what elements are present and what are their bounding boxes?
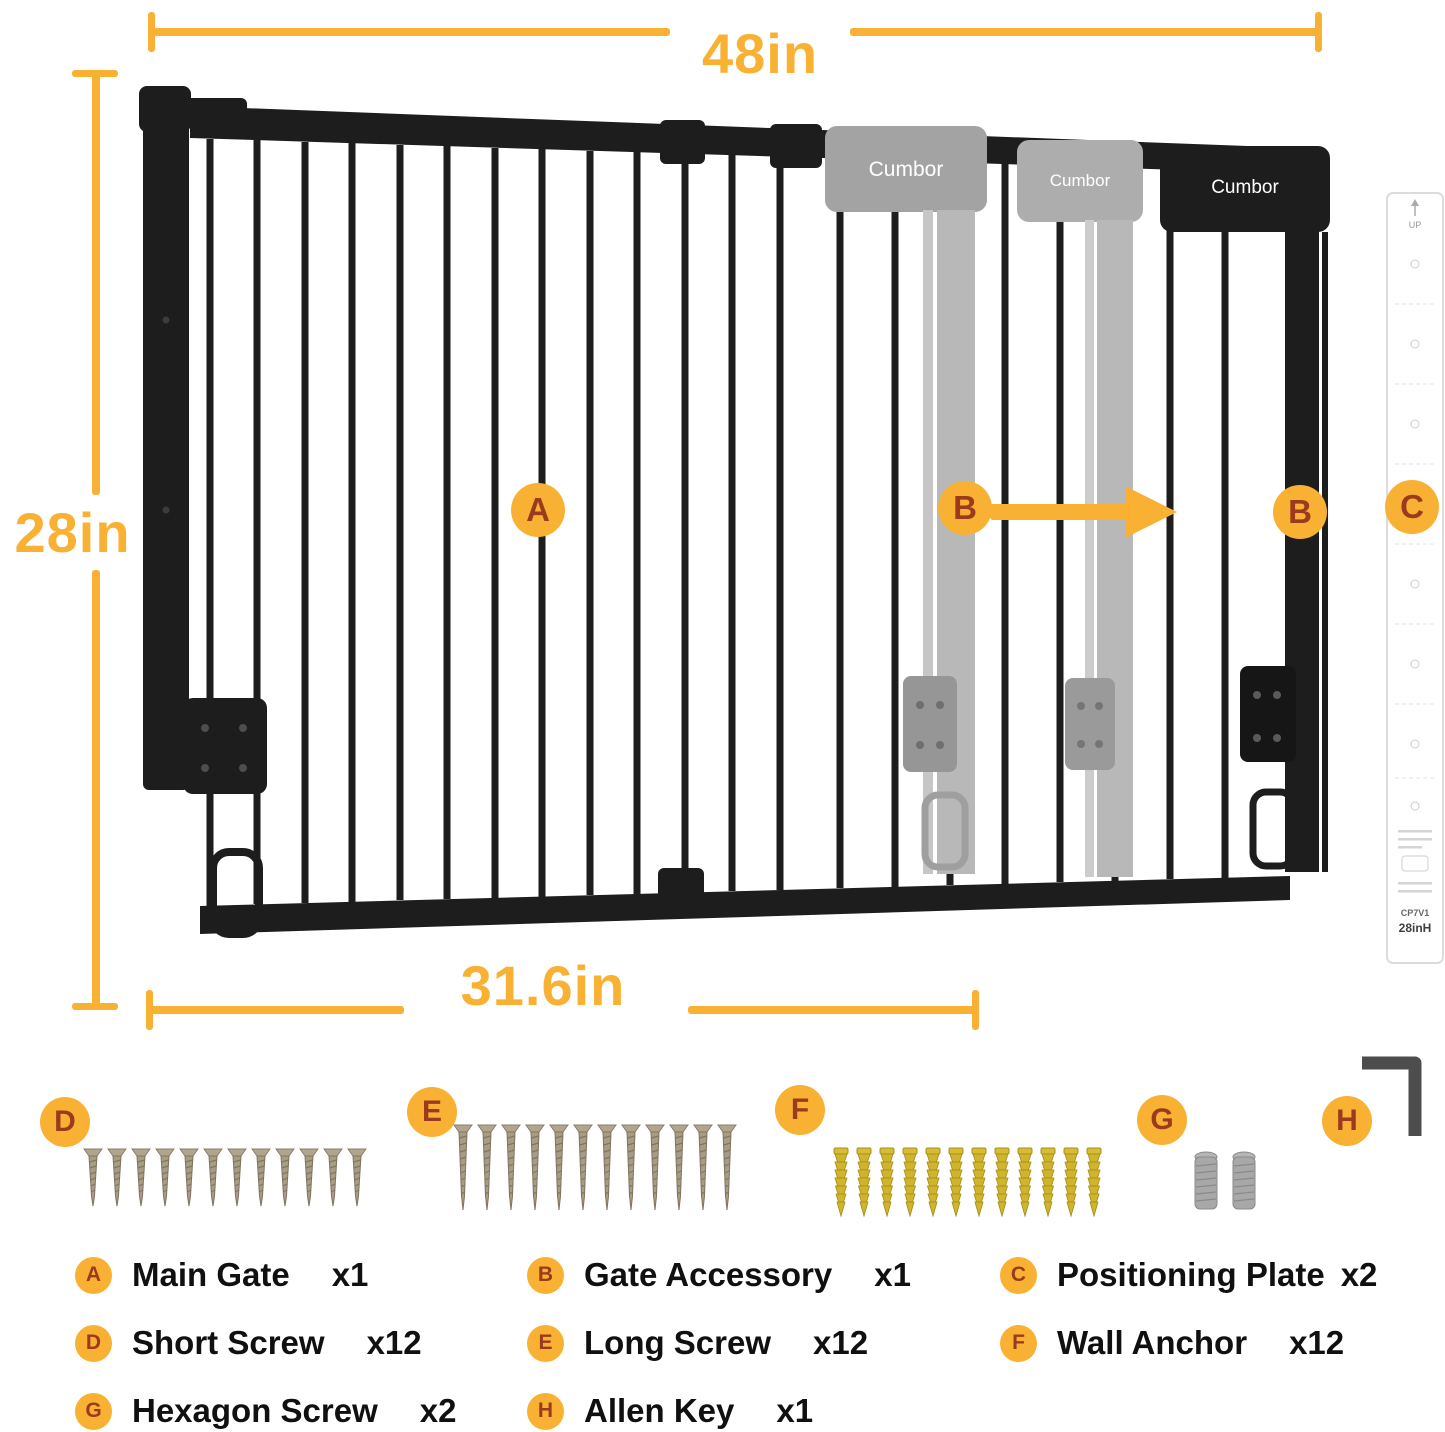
plate-height-label: 28inH — [1399, 921, 1432, 935]
hexagon-screws-graphic — [1194, 1151, 1256, 1210]
dimension-top-cap-right — [1315, 12, 1322, 52]
legend-qty-positioning-plate: x2 — [1340, 1256, 1378, 1293]
legend-qty-wall-anchor: x12 — [1289, 1324, 1345, 1361]
dimension-bottom-text: 31.6in — [460, 954, 626, 1017]
main-gate-left-post — [139, 86, 247, 790]
legend-allen-key: H Allen Key x1 — [527, 1388, 813, 1432]
positioning-plate-marks: UP CP7V1 28inH — [1395, 199, 1435, 935]
legend-name-hexagon-screw: Hexagon Screw — [132, 1392, 378, 1429]
callout-b-1: B — [938, 481, 992, 535]
legend-main-gate: A Main Gate x1 — [75, 1252, 368, 1298]
legend-name-main-gate: Main Gate — [132, 1256, 290, 1293]
gate-illustration: Cumbor Cumbor Cumbor — [139, 86, 1330, 938]
gate-accessory-ghost-2: Cumbor — [1017, 140, 1143, 877]
part-label-e: E — [407, 1087, 457, 1137]
legend-qty-gate-accessory: x1 — [874, 1256, 911, 1293]
main-gate-foot — [209, 848, 263, 938]
brand-text-ghost-1: Cumbor — [869, 158, 944, 181]
positioning-plate: UP CP7V1 28inH — [1386, 192, 1444, 964]
callout-c: C — [1385, 480, 1439, 534]
dimension-top-line-right — [850, 28, 1322, 36]
legend-badge-d: D — [75, 1324, 112, 1362]
dimension-left-line-bottom — [92, 570, 100, 1008]
legend-badge-b: B — [527, 1256, 564, 1294]
callout-b-2: B — [1273, 485, 1327, 539]
legend-name-gate-accessory: Gate Accessory — [584, 1256, 833, 1293]
legend-badge-e: E — [527, 1324, 564, 1362]
legend-badge-a: A — [75, 1256, 112, 1294]
legend-hexagon-screw: G Hexagon Screw x2 — [75, 1388, 456, 1432]
legend-badge-g: G — [75, 1392, 112, 1430]
legend-qty-hexagon-screw: x2 — [419, 1392, 457, 1429]
legend-badge-h: H — [527, 1392, 564, 1430]
dimension-top-line-left — [148, 28, 670, 36]
dimension-left-line-top — [92, 70, 100, 495]
dimension-left-cap-bottom — [72, 1003, 118, 1010]
dimension-bottom-line-right — [688, 1006, 978, 1014]
legend-qty-main-gate: x1 — [331, 1256, 369, 1293]
long-screws-graphic — [453, 1124, 737, 1211]
gate-junction-brackets — [658, 120, 822, 912]
legend-badge-f: F — [1000, 1324, 1037, 1362]
legend-name-short-screw: Short Screw — [132, 1324, 325, 1361]
legend-qty-long-screw: x12 — [813, 1324, 869, 1361]
legend-name-long-screw: Long Screw — [584, 1324, 772, 1361]
callout-a: A — [511, 483, 565, 537]
dimension-top-text: 48in — [701, 22, 819, 85]
wall-anchors-graphic — [833, 1147, 1102, 1217]
dimension-bottom-line-left — [146, 1006, 404, 1014]
legend-positioning-plate: C Positioning Plate x2 — [1000, 1252, 1377, 1298]
brand-text-ghost-2: Cumbor — [1050, 171, 1111, 190]
allen-key-graphic — [1362, 1056, 1422, 1136]
part-label-f: F — [775, 1085, 825, 1135]
dimension-left-text: 28in — [14, 501, 131, 564]
legend-qty-short-screw: x12 — [366, 1324, 422, 1361]
main-gate-bars — [206, 139, 784, 906]
legend-name-wall-anchor: Wall Anchor — [1057, 1324, 1248, 1361]
part-label-g: G — [1137, 1095, 1187, 1145]
legend-name-allen-key: Allen Key — [584, 1392, 735, 1429]
legend-badge-c: C — [1000, 1256, 1037, 1294]
part-label-d: D — [40, 1097, 90, 1147]
brand-text-final: Cumbor — [1211, 177, 1279, 198]
legend-name-positioning-plate: Positioning Plate — [1057, 1256, 1325, 1293]
plate-up-label: UP — [1409, 220, 1422, 230]
legend-wall-anchor: F Wall Anchor x12 — [1000, 1320, 1344, 1366]
gate-accessory-ghost-1: Cumbor — [825, 126, 987, 874]
dimension-bottom-cap-right — [972, 990, 979, 1030]
short-screws-graphic — [83, 1148, 367, 1207]
extension-bars — [836, 159, 1229, 888]
legend-gate-accessory: B Gate Accessory x1 — [527, 1252, 911, 1298]
part-label-h: H — [1322, 1096, 1372, 1146]
legend-qty-allen-key: x1 — [776, 1392, 814, 1429]
slide-arrow-icon — [990, 486, 1177, 538]
gate-accessory-final: Cumbor — [1160, 146, 1330, 872]
legend-long-screw: E Long Screw x12 — [527, 1320, 868, 1366]
plate-code-label: CP7V1 — [1401, 908, 1430, 918]
legend-short-screw: D Short Screw x12 — [75, 1320, 422, 1366]
main-gate-hinge — [169, 698, 267, 794]
